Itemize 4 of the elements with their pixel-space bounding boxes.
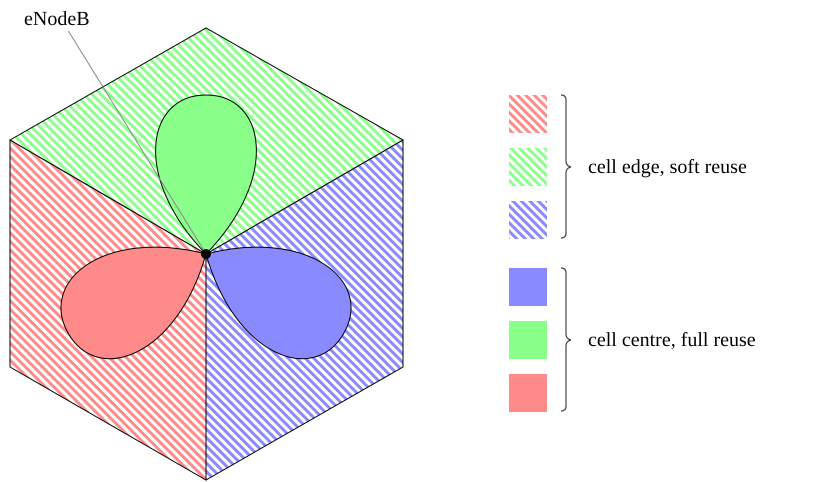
legend-label: cell edge, soft reuse (588, 157, 747, 177)
node-label: eNodeB (24, 9, 90, 29)
leader-line (68, 30, 204, 250)
legend-label: cell centre, full reuse (588, 330, 756, 350)
